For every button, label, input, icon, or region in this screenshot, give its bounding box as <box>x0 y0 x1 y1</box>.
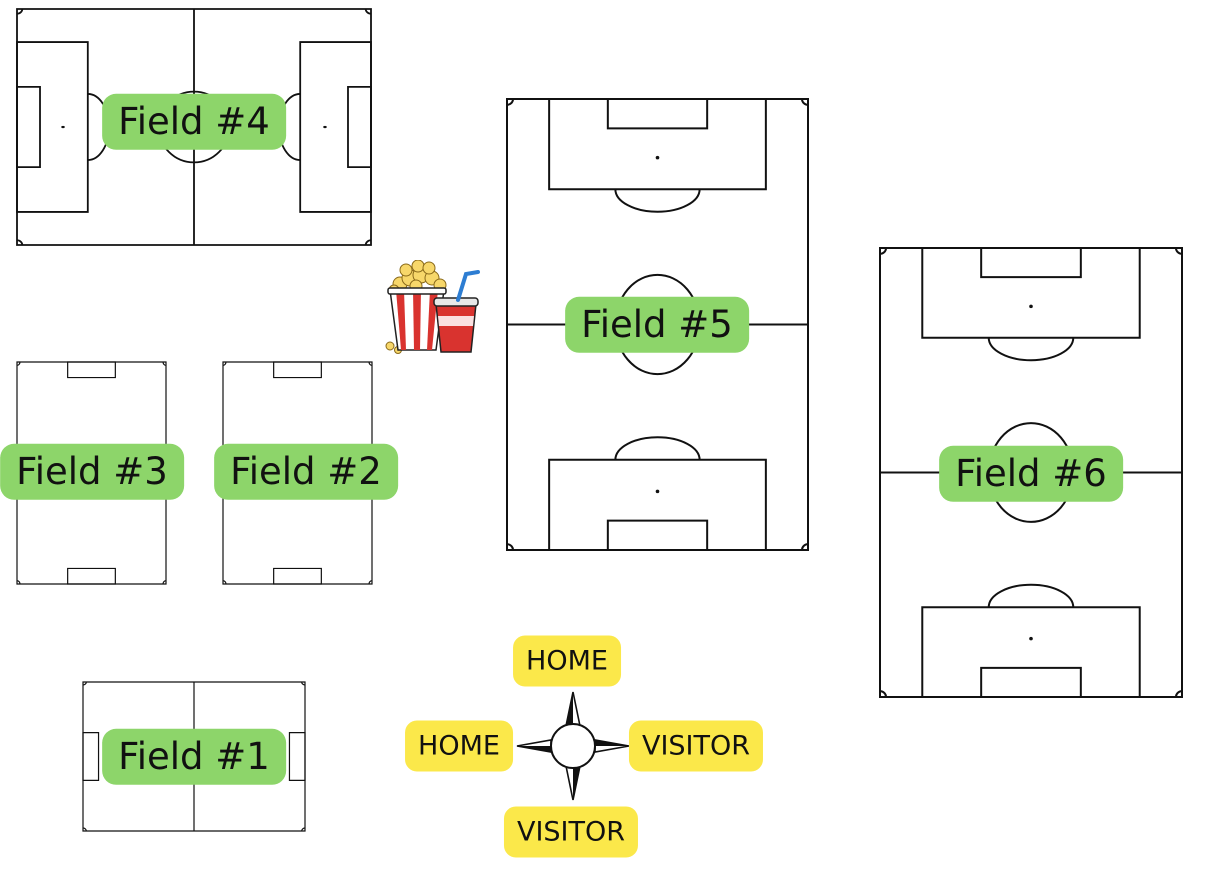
field-3-label[interactable]: Field #3 <box>0 443 184 501</box>
field-2-label[interactable]: Field #2 <box>214 443 398 501</box>
field-4-label[interactable]: Field #4 <box>102 93 286 151</box>
direction-east-label: VISITOR <box>628 720 764 772</box>
direction-north-label: HOME <box>513 635 621 687</box>
compass-rose-icon <box>516 691 630 801</box>
field-4-pitch <box>17 9 371 245</box>
field-6-label[interactable]: Field #6 <box>939 445 1123 503</box>
direction-south-label: VISITOR <box>503 806 639 858</box>
direction-west-label: HOME <box>405 720 513 772</box>
field-1-label[interactable]: Field #1 <box>102 728 286 786</box>
field-1-pitch <box>83 682 305 831</box>
field-5-label[interactable]: Field #5 <box>565 296 749 354</box>
popcorn-and-drink-icon <box>385 260 480 354</box>
